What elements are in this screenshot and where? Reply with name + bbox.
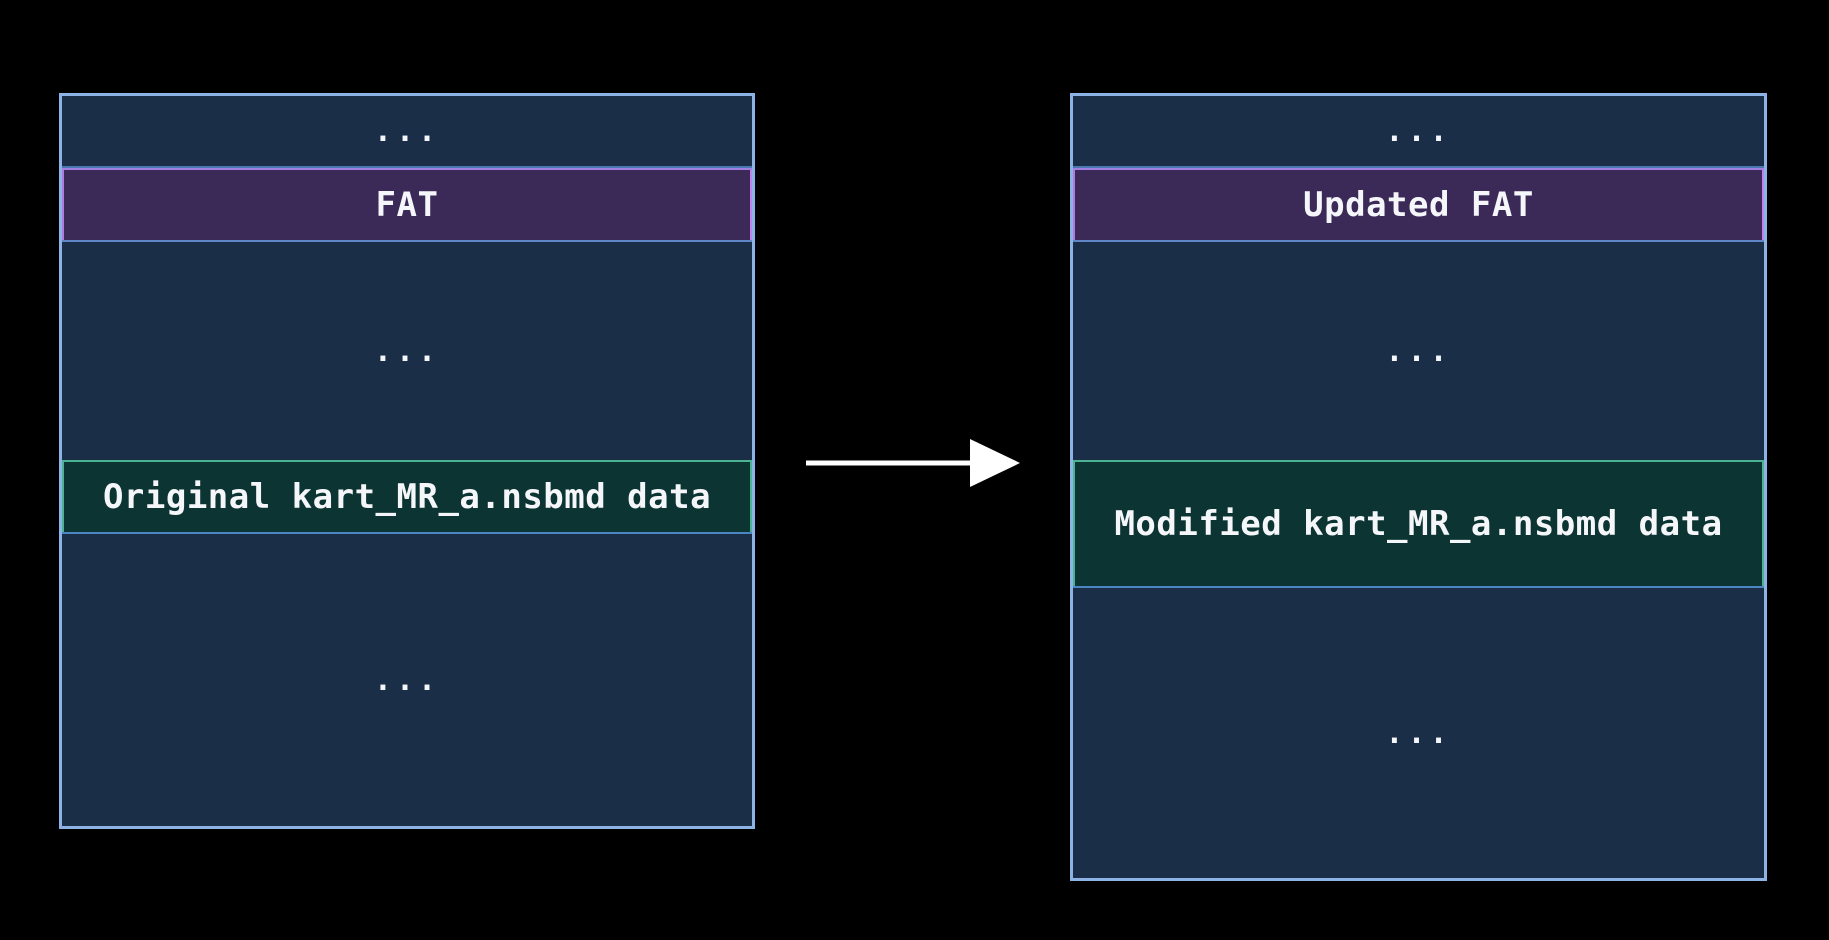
left-trailing-ellipsis: ... — [373, 662, 441, 698]
left-fat-block: FAT — [62, 168, 752, 242]
left-original-data-label: Original kart_MR_a.nsbmd data — [102, 477, 712, 517]
right-leading-ellipsis: ... — [1385, 113, 1452, 149]
transform-arrow-icon — [806, 439, 1020, 487]
right-middle-ellipsis-block: ... — [1073, 242, 1764, 460]
left-leading-ellipsis: ... — [373, 113, 441, 149]
left-middle-ellipsis: ... — [373, 333, 441, 369]
modified-file-layout: ... Updated FAT ... Modified kart_MR_a.n… — [1070, 93, 1767, 881]
left-leading-ellipsis-block: ... — [62, 96, 752, 168]
right-fat-block: Updated FAT — [1073, 168, 1764, 242]
left-trailing-ellipsis-block: ... — [62, 534, 752, 826]
right-fat-label: Updated FAT — [1303, 185, 1534, 225]
right-trailing-ellipsis-block: ... — [1073, 588, 1764, 878]
left-middle-ellipsis-block: ... — [62, 242, 752, 460]
right-trailing-ellipsis: ... — [1385, 715, 1452, 751]
original-file-layout: ... FAT ... Original kart_MR_a.nsbmd dat… — [59, 93, 755, 829]
arrow-head — [970, 439, 1020, 487]
right-leading-ellipsis-block: ... — [1073, 96, 1764, 168]
right-middle-ellipsis: ... — [1385, 333, 1452, 369]
right-modified-data-label: Modified kart_MR_a.nsbmd data — [1114, 504, 1723, 544]
left-original-data-block: Original kart_MR_a.nsbmd data — [62, 460, 752, 534]
left-fat-label: FAT — [375, 185, 439, 225]
right-modified-data-block: Modified kart_MR_a.nsbmd data — [1073, 460, 1764, 588]
